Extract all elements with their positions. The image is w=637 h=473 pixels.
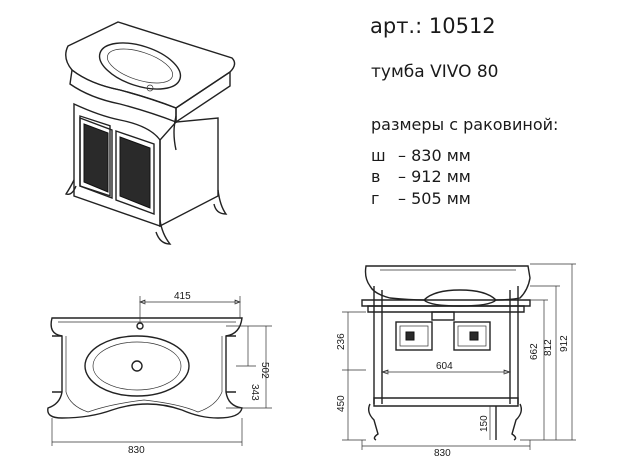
- spec-label-depth: г: [371, 189, 379, 208]
- product-name: тумба VIVO 80: [371, 62, 498, 82]
- top-view-drawing: 415 343 502 830: [47, 291, 272, 456]
- dim-502: 502: [259, 362, 270, 379]
- dim-812: 812: [543, 339, 554, 356]
- dim-662: 662: [529, 343, 540, 360]
- spec-label-width: ш: [371, 146, 386, 165]
- front-dim-830: 830: [434, 448, 451, 459]
- isometric-cabinet-illustration: [64, 21, 236, 245]
- title-block: арт.: 10512 тумба VIVO 80 размеры с рако…: [370, 14, 558, 208]
- top-dim-830: 830: [128, 445, 145, 456]
- dim-415: 415: [174, 291, 191, 302]
- dim-912: 912: [559, 335, 570, 352]
- specs-heading: размеры с раковиной:: [371, 115, 558, 134]
- spec-value-height: – 912 мм: [398, 167, 471, 186]
- spec-value-depth: – 505 мм: [398, 189, 471, 208]
- front-view-drawing: 236 450 604 150 662 812 912 830: [336, 263, 576, 459]
- dim-236: 236: [336, 333, 347, 350]
- dim-450: 450: [336, 395, 347, 412]
- article-number: арт.: 10512: [370, 14, 496, 38]
- spec-label-height: в: [371, 167, 380, 186]
- dim-343: 343: [249, 384, 260, 401]
- dim-150: 150: [479, 415, 490, 432]
- dim-604: 604: [436, 361, 453, 372]
- spec-value-width: – 830 мм: [398, 146, 471, 165]
